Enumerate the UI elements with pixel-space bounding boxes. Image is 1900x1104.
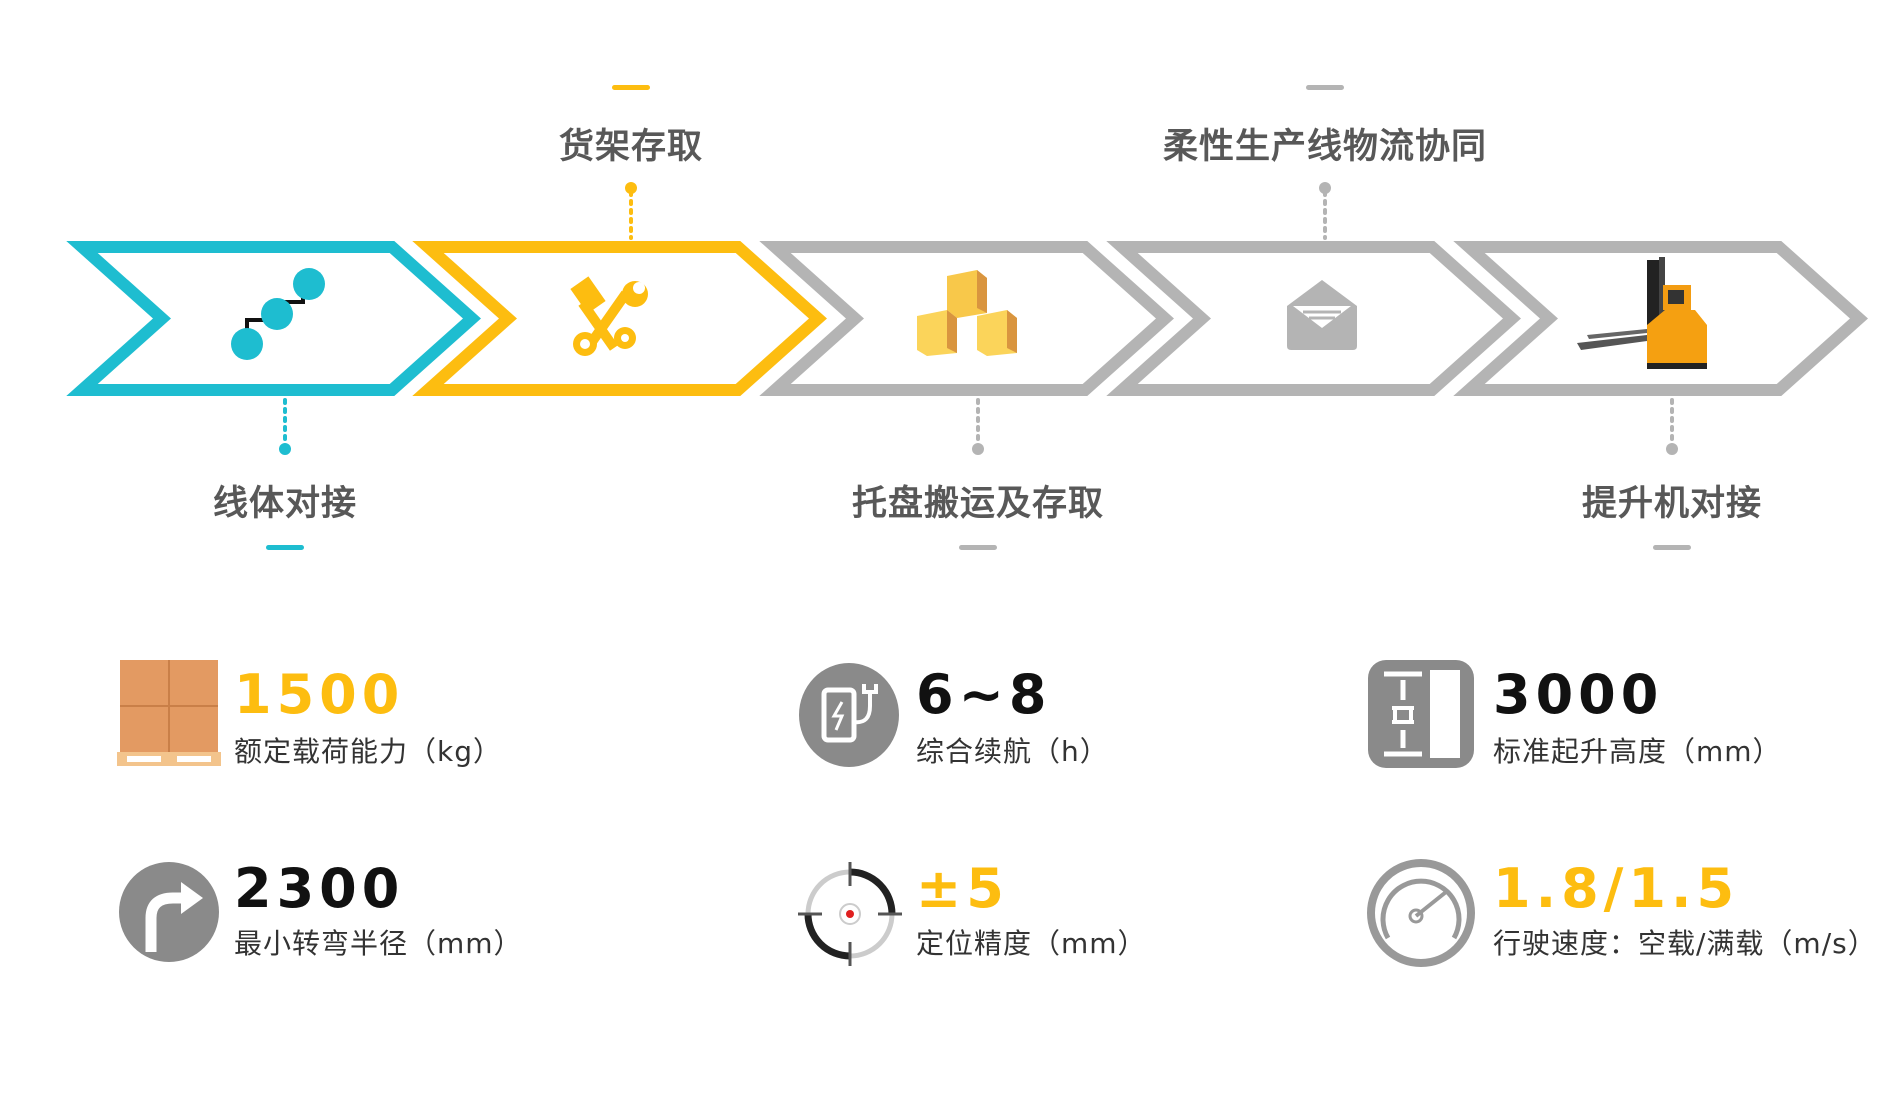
forklift-agv-icon: [1577, 257, 1707, 369]
charging-station-icon: [799, 663, 899, 767]
target-icon: [798, 862, 902, 966]
connector-dot: [1319, 182, 1331, 194]
turn-right-icon: [119, 862, 219, 962]
stat-value: 6~8: [916, 663, 1052, 726]
chevron-step-1: [66, 241, 482, 396]
step-label: 货架存取: [558, 127, 704, 167]
step-dash: [612, 85, 650, 90]
step-label: 柔性生产线物流协同: [1162, 127, 1488, 167]
step-dash: [1653, 545, 1691, 550]
tools-icon: [570, 276, 648, 356]
process-chevrons: [66, 182, 1869, 455]
connector-dot: [1666, 443, 1678, 455]
stat-label: 行驶速度：空载/满载（m/s）: [1493, 927, 1877, 960]
chevron-step-2: [412, 241, 828, 396]
stat-value: ±5: [916, 857, 1009, 920]
connector-dot: [279, 443, 291, 455]
step-dash: [266, 545, 304, 550]
stat-value: 1.8/1.5: [1493, 857, 1740, 920]
stat-label: 额定载荷能力（kg）: [234, 735, 502, 768]
stat-label: 定位精度（mm）: [916, 927, 1147, 960]
speedometer-icon: [1367, 859, 1475, 967]
boxes-icon: [917, 270, 1017, 356]
stat-label: 最小转弯半径（mm）: [234, 927, 523, 960]
pallet-boxes-icon: [117, 660, 221, 766]
stat-value: 3000: [1493, 663, 1664, 726]
chevron-step-5: [1453, 241, 1869, 396]
stat-value: 2300: [234, 857, 405, 920]
stat-label: 标准起升高度（mm）: [1493, 735, 1782, 768]
connected-nodes-icon: [231, 268, 325, 360]
chevron-step-3: [759, 241, 1175, 396]
connector-dot: [625, 182, 637, 194]
step-dash: [1306, 85, 1344, 90]
chevron-step-4: [1106, 241, 1522, 396]
connector-dot: [972, 443, 984, 455]
envelope-icon: [1287, 280, 1357, 350]
stat-value: 1500: [234, 663, 405, 726]
step-label: 托盘搬运及存取: [851, 484, 1105, 524]
step-dash: [959, 545, 997, 550]
stat-label: 综合续航（h）: [916, 735, 1109, 768]
lift-height-icon: [1368, 660, 1474, 768]
step-label: 提升机对接: [1581, 484, 1763, 524]
step-label: 线体对接: [212, 484, 358, 524]
